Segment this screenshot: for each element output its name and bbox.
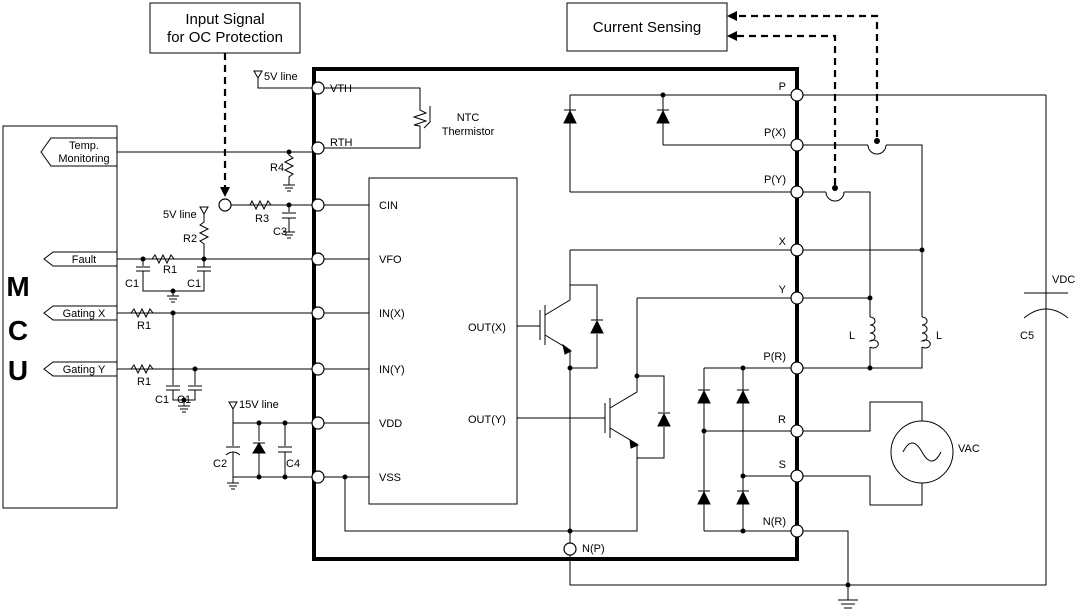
gating-x-label: Gating X xyxy=(63,308,106,320)
mcu-letter-c: C xyxy=(8,315,28,346)
supply-5v-top: 5V line xyxy=(264,71,298,83)
c5-label: C5 xyxy=(1020,330,1034,342)
pin-rth: RTH xyxy=(330,137,352,149)
pin-p-y: P(Y) xyxy=(764,174,786,186)
pin-n-p: N(P) xyxy=(582,543,605,555)
pin-y: Y xyxy=(779,284,787,296)
ntc-label-1: NTC xyxy=(457,112,480,124)
fault-label: Fault xyxy=(72,254,96,266)
c1-gy-label: C1 xyxy=(177,394,191,406)
pin-vth: VTH xyxy=(330,83,352,95)
r1-fault-label: R1 xyxy=(163,264,177,276)
pin-s: S xyxy=(779,459,786,471)
c3-label: C3 xyxy=(273,226,287,238)
input-signal-label-1: Input Signal xyxy=(185,11,264,28)
supply-5v-mid: 5V line xyxy=(163,209,197,221)
ntc-label-2: Thermistor xyxy=(442,126,495,138)
l1-label: L xyxy=(849,330,855,342)
pin-terminals xyxy=(218,81,804,556)
arrow-left-icon xyxy=(727,11,737,21)
supply-15v: 15V line xyxy=(239,399,279,411)
pin-vfo: VFO xyxy=(379,254,402,266)
pin-in-x: IN(X) xyxy=(379,308,405,320)
control-ic-box xyxy=(368,177,518,505)
arrow-left-icon xyxy=(727,31,737,41)
input-signal-label-2: for OC Protection xyxy=(167,29,283,46)
c4-label: C4 xyxy=(286,458,300,470)
l2-label: L xyxy=(936,330,942,342)
pin-p-r: P(R) xyxy=(763,351,786,363)
pin-cin: CIN xyxy=(379,200,398,212)
supply-markers xyxy=(199,70,263,411)
pin-p: P xyxy=(779,81,786,93)
temp-label-1: Temp. xyxy=(69,140,99,152)
r1-gy-label: R1 xyxy=(137,376,151,388)
mcu-letter-u: U xyxy=(8,355,28,386)
pin-p-x: P(X) xyxy=(764,127,786,139)
current-sensing-box xyxy=(566,2,728,52)
junction-dots xyxy=(140,92,925,588)
r4-label: R4 xyxy=(270,162,284,174)
vac-label: VAC xyxy=(958,443,980,455)
c1-fault-a-label: C1 xyxy=(125,278,139,290)
r2-label: R2 xyxy=(183,233,197,245)
arrow-down-icon xyxy=(220,187,230,197)
c1-fault-b-label: C1 xyxy=(187,278,201,290)
mcu-letter-m: M xyxy=(6,271,29,302)
temp-label-2: Monitoring xyxy=(58,153,109,165)
pin-r: R xyxy=(778,414,786,426)
c1-gx-label: C1 xyxy=(155,394,169,406)
vdc-label: VDC xyxy=(1052,274,1075,286)
pin-in-y: IN(Y) xyxy=(379,364,405,376)
pin-n-r: N(R) xyxy=(763,516,786,528)
r3-label: R3 xyxy=(255,213,269,225)
pin-vdd: VDD xyxy=(379,418,402,430)
out-x-label: OUT(X) xyxy=(468,322,506,334)
c2-label: C2 xyxy=(213,458,227,470)
out-y-label: OUT(Y) xyxy=(468,414,506,426)
r1-gx-label: R1 xyxy=(137,320,151,332)
current-sensing-label: Current Sensing xyxy=(593,19,701,36)
pin-vss: VSS xyxy=(379,472,401,484)
pin-x: X xyxy=(779,236,787,248)
mcu-signal-tags xyxy=(40,137,118,377)
dashed-signals xyxy=(223,14,879,190)
gating-y-label: Gating Y xyxy=(63,364,106,376)
